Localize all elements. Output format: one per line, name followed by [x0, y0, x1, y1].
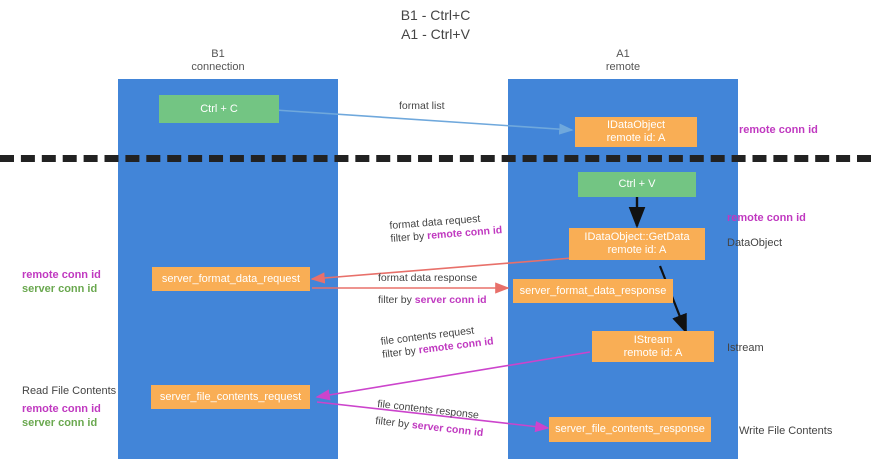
box-istream[interactable]: IStream remote id: A: [592, 331, 714, 362]
box-ctrl-c-label: Ctrl + C: [200, 102, 238, 115]
phase-divider: [0, 155, 871, 162]
box-server-file-contents-request[interactable]: server_file_contents_request: [151, 385, 310, 409]
box-server-format-data-request[interactable]: server_format_data_request: [152, 267, 310, 291]
arrow-format-data-request: [310, 257, 573, 284]
title-line-2: A1 - Ctrl+V: [401, 26, 470, 42]
note-left-remote-conn-id: remote conn id: [22, 269, 101, 281]
box-getdata-line2: remote id: A: [607, 244, 667, 256]
lane-header-a1: A1 remote: [553, 48, 693, 74]
lane-b1-name: B1: [211, 48, 225, 60]
box-server-file-contents-response-label: server_file_contents_response: [555, 423, 705, 435]
label-format-data-response: format data response filter by server co…: [378, 272, 487, 307]
box-getdata-line1: IDataObject::GetData: [584, 231, 690, 243]
box-ctrl-v[interactable]: Ctrl + V: [578, 172, 696, 197]
note-left-server-conn-id-2: server conn id: [22, 417, 98, 429]
note-write-file-contents: Write File Contents: [739, 425, 833, 437]
arrow-file-contents-response: [316, 401, 550, 433]
box-server-file-contents-request-label: server_file_contents_request: [159, 390, 302, 403]
arrow-getdata-istream: [658, 265, 688, 335]
filter-prefix-4: filter by: [374, 414, 413, 431]
box-server-format-data-request-label: server_format_data_request: [161, 272, 301, 285]
box-idataobject-line2: remote id: A: [606, 132, 666, 144]
note-remote-conn-id-top: remote conn id: [739, 124, 818, 136]
label-format-data-response-filter: filter by server conn id: [378, 294, 487, 307]
box-istream-line2: remote id: A: [623, 346, 683, 359]
box-idataobject-line1: IDataObject: [606, 119, 666, 131]
lane-header-b1: B1 connection: [148, 48, 288, 74]
box-server-file-contents-response[interactable]: server_file_contents_response: [549, 417, 711, 442]
arrow-file-contents-request: [315, 351, 591, 401]
label-format-data-response-main: format data response: [378, 272, 478, 284]
filter-prefix-2: filter by: [378, 294, 415, 306]
note-left-remote-conn-id-2: remote conn id: [22, 403, 101, 415]
diagram-title: B1 - Ctrl+C A1 - Ctrl+V: [0, 6, 871, 44]
box-idataobject[interactable]: IDataObject remote id: A: [575, 117, 697, 147]
title-line-1: B1 - Ctrl+C: [400, 7, 471, 23]
box-server-format-data-response-label: server_format_data_response: [519, 284, 667, 297]
filter-prefix: filter by: [390, 230, 428, 245]
arrow-format-list: [274, 109, 574, 135]
lane-a1-name: A1: [616, 48, 630, 60]
box-ctrl-c[interactable]: Ctrl + C: [159, 95, 279, 123]
note-istream: Istream: [727, 342, 764, 354]
box-server-format-data-response[interactable]: server_format_data_response: [513, 279, 673, 303]
lane-b1-sub: connection: [191, 61, 245, 73]
note-dataobject: DataObject: [727, 237, 783, 249]
note-read-file-contents: Read File Contents: [22, 385, 117, 397]
note-left-server-conn-id: server conn id: [22, 283, 98, 295]
box-istream-line1: IStream: [633, 333, 673, 346]
lane-a1-sub: remote: [605, 61, 641, 73]
box-ctrl-v-label: Ctrl + V: [618, 178, 656, 190]
filter-key-server-conn-id: server conn id: [414, 294, 487, 306]
label-format-list: format list: [399, 100, 445, 112]
box-getdata[interactable]: IDataObject::GetData remote id: A: [569, 228, 705, 260]
note-remote-conn-id-mid: remote conn id: [727, 212, 806, 224]
